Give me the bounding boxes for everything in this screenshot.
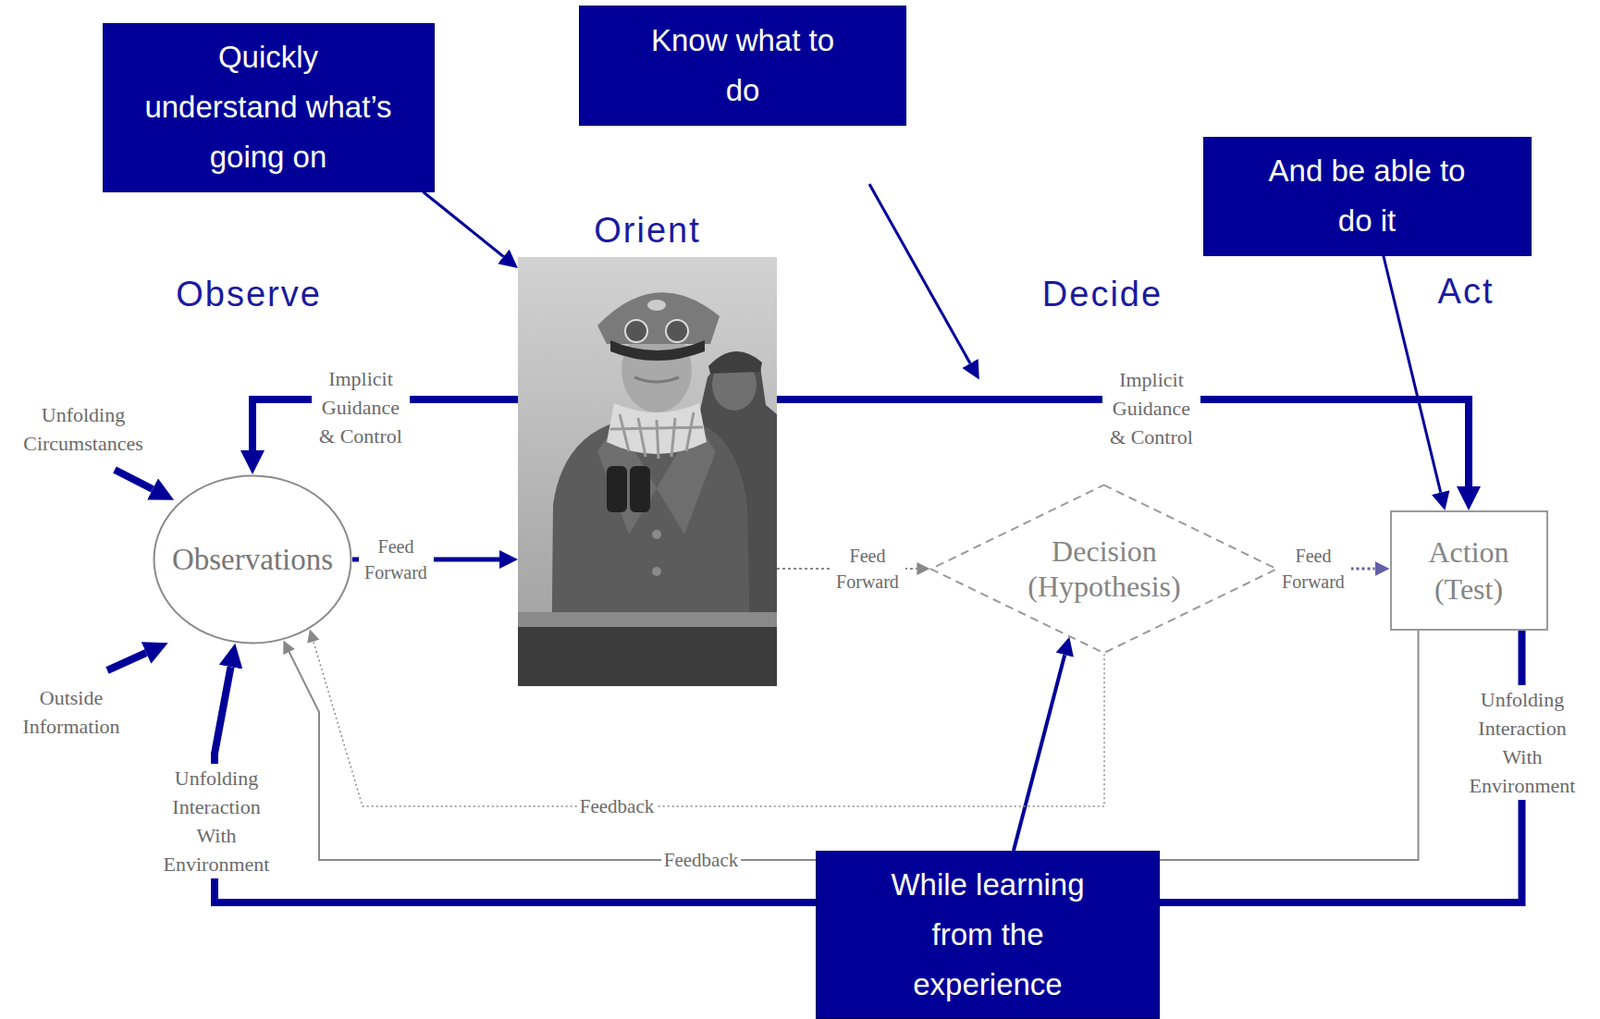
input-arrow [107, 652, 147, 671]
connector [423, 192, 505, 258]
leader-arrow [869, 184, 971, 364]
goggles [665, 320, 689, 343]
callout-text: While learning from the experience [876, 860, 1099, 1010]
connector-label: Feed Forward [1276, 542, 1352, 595]
vehicle-body [517, 627, 777, 687]
diamond-shape [931, 484, 1278, 653]
connector-label: Unfolding Interaction With Environment [1462, 685, 1584, 800]
node-label: Decision (Hypothesis) [1018, 533, 1190, 604]
node-label: Observations [172, 541, 333, 579]
callout-text: And be able to do it [1263, 146, 1472, 247]
face-shadow [634, 377, 679, 382]
input-label: Outside Information [15, 683, 127, 741]
callout-text: Know what to do [634, 15, 851, 116]
action-box: Action (Test) [1390, 510, 1549, 631]
decision-diamond: Decision (Hypothesis) [929, 483, 1279, 655]
second-soldier-cap [708, 351, 763, 374]
goggles [625, 320, 648, 343]
cap-visor [610, 340, 705, 361]
windshield-frame [517, 612, 777, 628]
connector-label: Feed Forward [358, 533, 434, 586]
diamond-outline [929, 483, 1279, 655]
node-label: Action (Test) [1417, 533, 1520, 608]
orient-photo-node: Orient [517, 210, 777, 687]
connector-label: Implicit Guidance & Control [1102, 365, 1201, 452]
connector-label: Implicit Guidance & Control [311, 364, 410, 451]
coat-button [652, 529, 662, 540]
callout-box: While learning from the experience [815, 850, 1160, 1019]
section-heading: Decide [1042, 274, 1163, 314]
input-label: Unfolding Interaction With Environment [156, 763, 278, 879]
callout-text: Quickly understand what’s going on [143, 32, 394, 183]
connector [289, 630, 1419, 861]
ellipse-shape [154, 476, 352, 644]
callout-box: Quickly understand what’s going on [102, 23, 435, 193]
input-arrow [114, 469, 153, 490]
cap-badge [647, 299, 666, 311]
photo-background [517, 257, 777, 687]
connector-label: Feedback [577, 792, 657, 821]
binoculars [629, 466, 651, 513]
binoculars [606, 466, 628, 513]
connector [1013, 654, 1065, 851]
observation-ellipse: Observations [152, 474, 353, 645]
connector-label: Feedback [661, 846, 741, 874]
section-heading: Orient [593, 210, 701, 250]
connector-group [214, 192, 1523, 904]
connector-label: Feed Forward [830, 542, 906, 595]
callout-box: Know what to do [578, 5, 907, 126]
section-heading: Act [1438, 271, 1495, 311]
cap [597, 292, 720, 345]
callout-box: And be able to do it [1203, 136, 1532, 257]
section-heading: Observe [175, 274, 322, 314]
connector [1383, 256, 1441, 493]
scarf-pattern [610, 412, 703, 459]
commander-photo [517, 257, 777, 687]
input-label: Unfolding Circumstances [18, 400, 148, 458]
coat-button [652, 566, 662, 577]
